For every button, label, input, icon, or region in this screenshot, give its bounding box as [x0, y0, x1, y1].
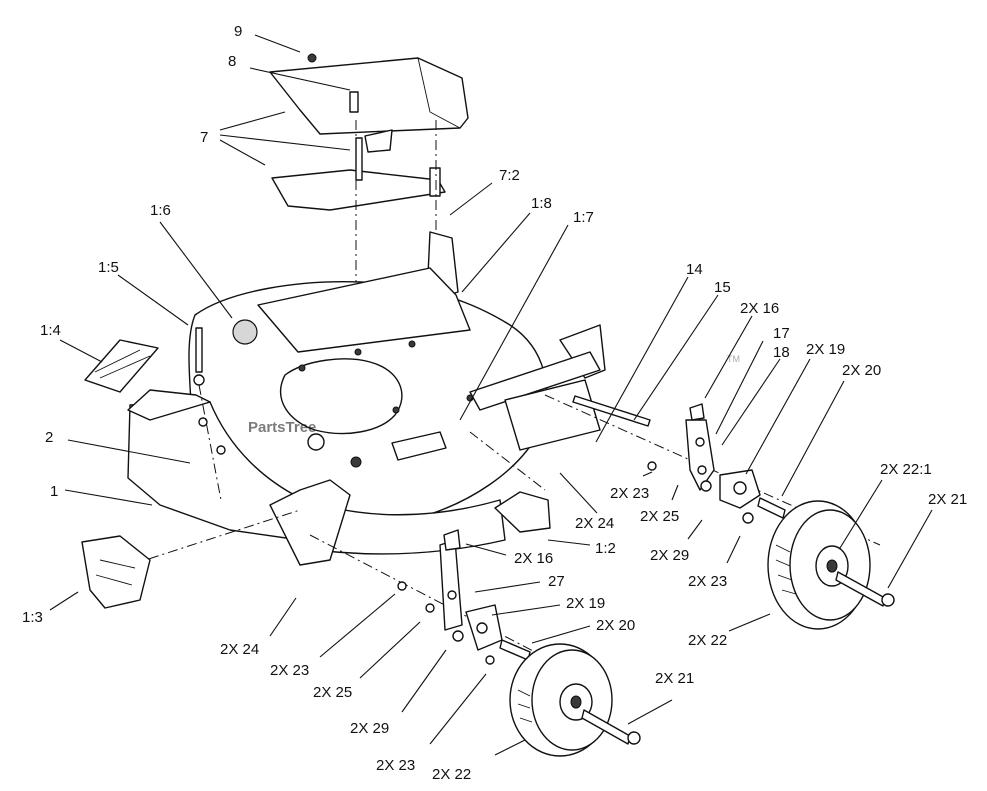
callout-18: 18: [773, 344, 790, 361]
callout-7: 7: [200, 129, 208, 146]
watermark: PartsTree: [248, 419, 316, 436]
callout-2x23-d: 2X 23: [376, 757, 415, 774]
front-height-adjuster: [397, 529, 531, 665]
callout-1-5: 1:5: [98, 259, 119, 276]
watermark-tm: TM: [727, 354, 740, 364]
rear-axle-rod: [572, 395, 651, 427]
callout-1: 1: [50, 483, 58, 500]
callout-2x16-b: 2X 16: [514, 550, 553, 567]
callout-7-2: 7:2: [499, 167, 520, 184]
mower-deck-housing: [127, 231, 606, 566]
callout-8: 8: [228, 53, 236, 70]
part-1-4-baffle: [84, 339, 159, 393]
rear-wheel: [767, 500, 871, 630]
callout-2x29-b: 2X 29: [350, 720, 389, 737]
callout-2x19-b: 2X 19: [566, 595, 605, 612]
callout-2x22-1: 2X 22:1: [880, 461, 932, 478]
callout-9: 9: [234, 23, 242, 40]
callout-17: 17: [773, 325, 790, 342]
callout-1-4: 1:4: [40, 322, 61, 339]
callout-2x23-c: 2X 23: [270, 662, 309, 679]
callout-2x23-b: 2X 23: [688, 573, 727, 590]
callout-27: 27: [548, 573, 565, 590]
callout-2x19-a: 2X 19: [806, 341, 845, 358]
callout-2x21-b: 2X 21: [655, 670, 694, 687]
rear-height-adjuster: [647, 403, 786, 524]
centerline-mulch-plug: [469, 431, 546, 491]
part-1-2-plug: [494, 491, 551, 533]
callout-1-7: 1:7: [573, 209, 594, 226]
callout-1-8: 1:8: [531, 195, 552, 212]
callout-15: 15: [714, 279, 731, 296]
callout-1-3: 1:3: [22, 609, 43, 626]
callout-2x25-b: 2X 25: [313, 684, 352, 701]
part-1-3-plug: [81, 535, 151, 609]
callout-2x16-a: 2X 16: [740, 300, 779, 317]
callout-2x24-a: 2X 24: [575, 515, 614, 532]
callout-2: 2: [45, 429, 53, 446]
centerline-deck-left: [129, 509, 301, 566]
callout-1-6: 1:6: [150, 202, 171, 219]
front-wheel-bolt: [581, 709, 631, 745]
callout-2x23-a: 2X 23: [610, 485, 649, 502]
rear-wheel-bolt: [835, 571, 886, 607]
front-wheel: [509, 643, 613, 757]
callout-2x21-a: 2X 21: [928, 491, 967, 508]
callout-2x24-b: 2X 24: [220, 641, 259, 658]
callout-2x20-b: 2X 20: [596, 617, 635, 634]
callout-2x22-b: 2X 22: [432, 766, 471, 783]
bolt-1-5: [193, 327, 226, 455]
callout-2x25-a: 2X 25: [640, 508, 679, 525]
callout-2x20-a: 2X 20: [842, 362, 881, 379]
rear-discharge-door-assembly: [269, 53, 469, 211]
leader-lines: [49, 34, 933, 756]
callout-2x29-a: 2X 29: [650, 547, 689, 564]
centerline-front-axle: [309, 534, 561, 666]
callout-2x22-a: 2X 22: [688, 632, 727, 649]
callout-labels: 9 8 7 7:2 1:6 1:8 1:7 1:5 1:4 2 1 1:3 14…: [22, 23, 967, 783]
callout-14: 14: [686, 261, 703, 278]
callout-1-2: 1:2: [595, 540, 616, 557]
